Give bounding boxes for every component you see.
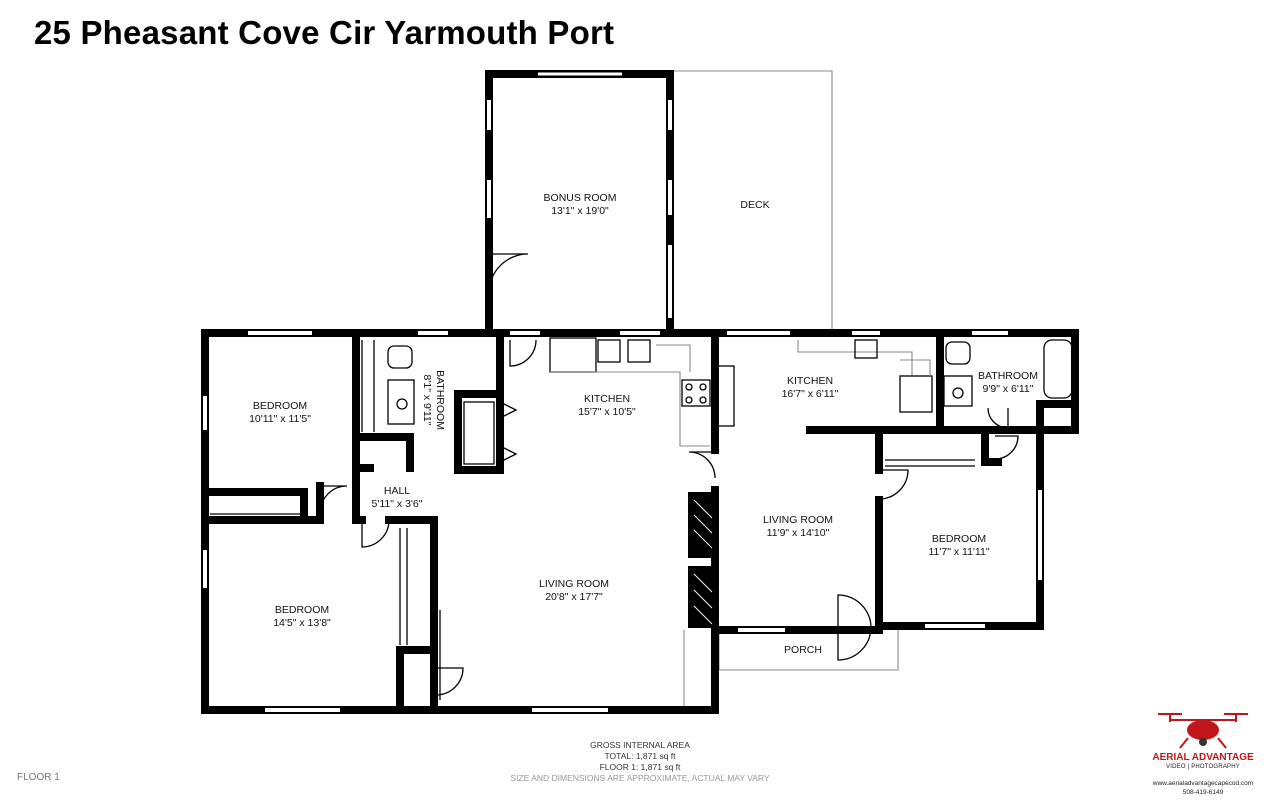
room-dim: 11'7" x 11'11" (928, 546, 989, 558)
windows (203, 71, 1042, 712)
room-dim: 9'9" x 6'11" (983, 383, 1034, 395)
room-name: LIVING ROOM (763, 514, 833, 526)
room-dim: 11'9" x 14'10" (767, 527, 830, 539)
room-dim: 5'11" x 3'6" (372, 498, 423, 510)
area-title: GROSS INTERNAL AREA (590, 740, 690, 750)
room-dim: 13'1" x 19'0" (551, 205, 609, 217)
room-name: KITCHEN (787, 375, 833, 387)
logo-brand: AERIAL ADVANTAGE (1152, 752, 1254, 763)
room-name: BEDROOM (253, 400, 307, 412)
room-name: KITCHEN (584, 393, 630, 405)
room-name: BEDROOM (275, 604, 329, 616)
room-name: PORCH (784, 644, 822, 656)
room-name: BATHROOM (434, 370, 446, 430)
area-total: TOTAL: 1,871 sq ft (604, 751, 676, 761)
disclaimer: SIZE AND DIMENSIONS ARE APPROXIMATE, ACT… (510, 773, 770, 783)
gross-area-block: GROSS INTERNAL AREA TOTAL: 1,871 sq ft F… (480, 740, 800, 784)
company-logo: AERIAL ADVANTAGE VIDEO | PHOTOGRAPHY www… (1128, 708, 1278, 798)
area-floor1: FLOOR 1: 1,871 sq ft (599, 762, 681, 772)
fixtures (210, 337, 1073, 700)
room-dim: 14'5" x 13'8" (273, 617, 331, 629)
room-dim: 10'11" x 11'5" (249, 413, 311, 425)
floor-label: FLOOR 1 (17, 772, 60, 783)
logo-phone: 508-419-6149 (1182, 789, 1224, 796)
room-name: BATHROOM (978, 370, 1038, 382)
room-name: BONUS ROOM (544, 192, 617, 204)
room-name: LIVING ROOM (539, 578, 609, 590)
room-name: DECK (740, 199, 769, 211)
logo-subtitle: VIDEO | PHOTOGRAPHY (1166, 764, 1240, 770)
room-dim: 8'1" x 9'11" (421, 375, 433, 426)
room-dim: 16'7" x 6'11" (782, 388, 839, 400)
room-name: HALL (384, 485, 410, 497)
room-name: BEDROOM (932, 533, 986, 545)
room-labels: BONUS ROOM 13'1" x 19'0" DECK BEDROOM 10… (249, 192, 1038, 656)
drone-icon (1158, 713, 1248, 749)
room-dim: 15'7" x 10'5" (578, 406, 636, 418)
logo-url: www.aerialadvantagecapecod.com (1152, 780, 1254, 787)
room-dim: 20'8" x 17'7" (545, 591, 603, 603)
doors (319, 253, 1019, 696)
walls (201, 70, 1079, 714)
page-title: 25 Pheasant Cove Cir Yarmouth Port (34, 14, 615, 51)
